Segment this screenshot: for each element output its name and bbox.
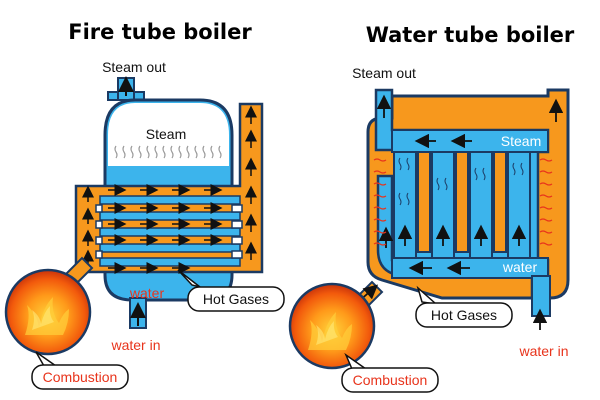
water-steam-bubbles	[398, 157, 524, 206]
fire-steam-out-label: Steam out	[102, 59, 166, 75]
fire-tube-title: Fire tube boiler	[68, 20, 252, 44]
fire-combustion-callout: Combustion	[31, 351, 129, 390]
water-combustion-label: Combustion	[353, 372, 428, 388]
fire-furnace	[4, 268, 92, 356]
fire-water-in-label: water in	[110, 337, 160, 353]
fire-steam-wisps	[114, 145, 222, 159]
fire-steam-label: Steam	[146, 126, 186, 142]
fire-water-label: water	[129, 285, 165, 301]
water-heat-wisps	[373, 158, 553, 246]
water-hot-gases-callout: Hot Gases	[415, 285, 513, 328]
fire-steam-space	[108, 103, 229, 166]
fire-tube-boiler: Fire tube boiler Steam out Steam	[4, 20, 285, 390]
fire-gas-flow-arrows	[82, 105, 257, 274]
water-gas-baffles	[417, 151, 507, 253]
fire-combustion-label: Combustion	[43, 369, 118, 385]
fire-water-inlet-pipe	[129, 297, 147, 329]
water-water-in-label: water in	[518, 343, 568, 359]
water-water-label: water	[502, 259, 538, 275]
fire-hot-gases-label: Hot Gases	[203, 291, 269, 307]
water-combustion-callout: Combustion	[341, 352, 439, 393]
water-furnace	[288, 282, 376, 370]
water-steam-out-label: Steam out	[352, 65, 416, 81]
water-hot-gases-label: Hot Gases	[431, 307, 497, 323]
fire-steam-outlet-pipe	[107, 76, 145, 101]
water-tube-title: Water tube boiler	[366, 23, 575, 47]
fire-tubes	[99, 195, 241, 267]
water-flow-arrows	[376, 94, 564, 330]
fire-tube-ends	[95, 204, 243, 259]
water-inlet-pipe	[531, 275, 551, 317]
fire-hot-gases-callout: Hot Gases	[177, 269, 285, 312]
water-tube-boiler: Water tube boiler Steam out	[288, 23, 575, 393]
water-steam-label: Steam	[501, 133, 541, 149]
